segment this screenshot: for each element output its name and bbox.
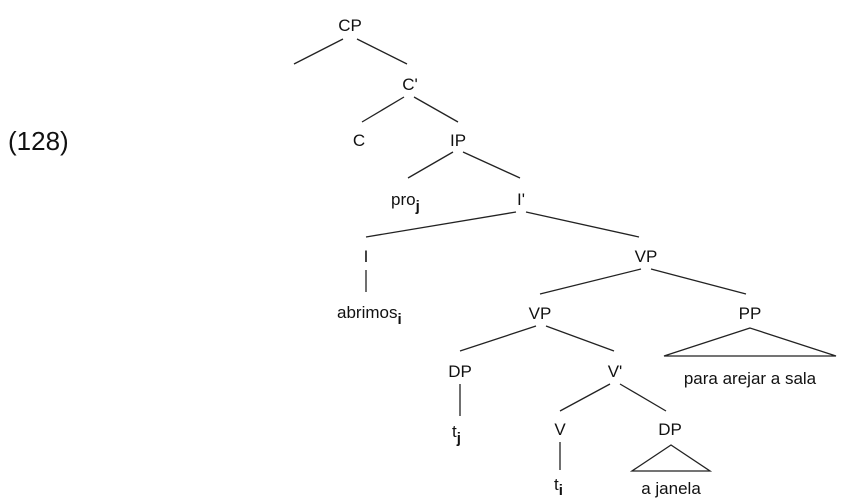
pro-label: pro [391, 190, 416, 209]
edge-ibar-i [365, 211, 517, 238]
edge-vbar-v [559, 383, 611, 412]
edge-cp-cbar [356, 38, 408, 65]
dp-object-content: a janela [641, 479, 701, 498]
dp-object-triangle [629, 444, 713, 472]
node-dp-object: DP [658, 420, 682, 439]
node-spec-ip: proj [391, 190, 420, 215]
node-verb: abrimosi [337, 303, 402, 328]
node-c-bar: C' [402, 75, 418, 94]
trace-subject-index: j [456, 430, 461, 447]
node-i: I [364, 247, 369, 266]
node-c: C [353, 131, 365, 150]
pro-index: j [415, 198, 420, 215]
edge-vp-pp [650, 268, 747, 295]
trace-subject-label: t [452, 422, 457, 441]
example-number: (128) [8, 126, 69, 156]
node-ip: IP [450, 131, 466, 150]
node-v: V [554, 420, 566, 439]
edge-vpinner-dp [459, 325, 537, 352]
node-trace-subject: tj [452, 422, 461, 447]
edge-cp-left [293, 38, 344, 65]
pp-triangle [663, 327, 837, 357]
trace-verb-index: i [559, 482, 563, 499]
node-trace-verb: ti [554, 475, 563, 499]
node-i-bar: I' [517, 190, 525, 209]
pp-content: para arejar a sala [684, 369, 817, 388]
edge-ip-pro [407, 151, 454, 179]
node-cp: CP [338, 16, 362, 35]
node-pp: PP [739, 304, 762, 323]
node-vp-top: VP [635, 247, 658, 266]
edge-vp-vpinner [539, 268, 642, 295]
verb-label: abrimos [337, 303, 397, 322]
trace-verb-label: t [554, 475, 559, 494]
edge-ibar-vp [525, 211, 640, 238]
tree-nodes: CP C' C IP proj I' I VP abrimosi VP PP p… [337, 16, 817, 499]
edge-ip-ibar [462, 151, 521, 179]
node-v-bar: V' [608, 362, 623, 381]
verb-index: i [397, 311, 401, 328]
node-dp-subject: DP [448, 362, 472, 381]
edge-vbar-dp [619, 383, 667, 412]
edge-cbar-c [361, 96, 405, 123]
tree-edges [293, 38, 747, 470]
edge-vpinner-vbar [545, 325, 615, 352]
node-vp-inner: VP [529, 304, 552, 323]
edge-cbar-ip [413, 96, 459, 123]
